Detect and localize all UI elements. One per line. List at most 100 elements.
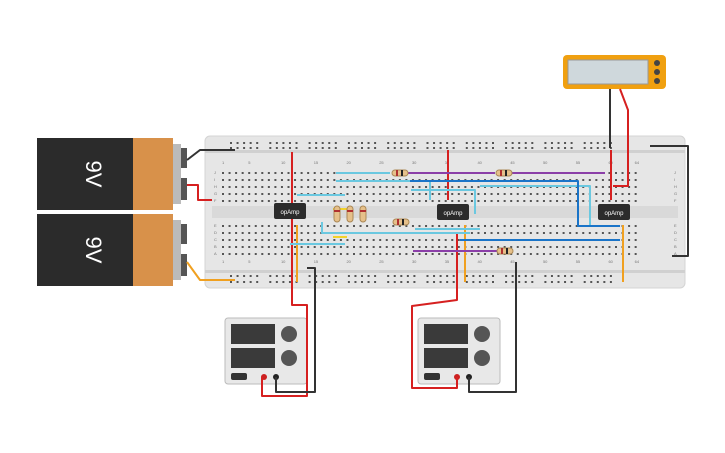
breadboard-hole[interactable] (433, 142, 436, 144)
breadboard-hole[interactable] (601, 186, 604, 188)
breadboard-hole[interactable] (505, 275, 508, 277)
breadboard-hole[interactable] (280, 200, 283, 202)
breadboard-hole[interactable] (503, 232, 506, 234)
breadboard-hole[interactable] (249, 275, 252, 277)
breadboard-hole[interactable] (492, 281, 494, 283)
breadboard-hole[interactable] (385, 239, 388, 241)
breadboard-hole[interactable] (275, 142, 278, 144)
breadboard-hole[interactable] (542, 246, 545, 248)
breadboard-hole[interactable] (570, 147, 573, 149)
breadboard-hole[interactable] (446, 281, 449, 283)
breadboard-hole[interactable] (222, 253, 224, 255)
breadboard-hole[interactable] (608, 253, 611, 255)
breadboard-hole[interactable] (497, 246, 500, 248)
breadboard-hole[interactable] (400, 142, 403, 144)
breadboard-hole[interactable] (267, 172, 270, 174)
breadboard-hole[interactable] (313, 225, 316, 227)
breadboard-hole[interactable] (603, 142, 606, 144)
breadboard-hole[interactable] (596, 281, 599, 283)
breadboard-hole[interactable] (556, 246, 559, 248)
breadboard-hole[interactable] (243, 281, 246, 283)
breadboard-hole[interactable] (333, 186, 336, 188)
breadboard-hole[interactable] (634, 200, 637, 202)
breadboard-hole[interactable] (274, 179, 277, 181)
breadboard-hole[interactable] (328, 147, 331, 149)
breadboard-hole[interactable] (353, 225, 355, 227)
breadboard-hole[interactable] (510, 200, 513, 202)
breadboard-hole[interactable] (556, 200, 559, 202)
breadboard-hole[interactable] (615, 172, 617, 174)
breadboard-hole[interactable] (326, 253, 329, 255)
breadboard-hole[interactable] (228, 179, 231, 181)
breadboard-hole[interactable] (457, 193, 460, 195)
breadboard-hole[interactable] (241, 186, 244, 188)
breadboard-hole[interactable] (590, 147, 593, 149)
breadboard-hole[interactable] (595, 193, 598, 195)
breadboard-hole[interactable] (333, 225, 336, 227)
breadboard-hole[interactable] (406, 142, 409, 144)
breadboard-hole[interactable] (385, 253, 388, 255)
breadboard-hole[interactable] (608, 179, 611, 181)
breadboard-hole[interactable] (433, 281, 436, 283)
breadboard-hole[interactable] (354, 275, 357, 277)
breadboard-hole[interactable] (516, 232, 519, 234)
breadboard-hole[interactable] (243, 142, 246, 144)
breadboard-hole[interactable] (457, 253, 460, 255)
breadboard-hole[interactable] (529, 200, 532, 202)
breadboard-hole[interactable] (261, 239, 264, 241)
breadboard-hole[interactable] (295, 147, 298, 149)
breadboard-hole[interactable] (544, 275, 547, 277)
breadboard-hole[interactable] (366, 225, 369, 227)
breadboard-hole[interactable] (497, 225, 500, 227)
breadboard-hole[interactable] (282, 147, 285, 149)
breadboard-hole[interactable] (385, 246, 388, 248)
breadboard-hole[interactable] (444, 200, 447, 202)
breadboard-hole[interactable] (315, 281, 318, 283)
breadboard-hole[interactable] (294, 253, 297, 255)
breadboard-hole[interactable] (439, 275, 442, 277)
breadboard-hole[interactable] (347, 142, 350, 144)
breadboard-hole[interactable] (400, 147, 403, 149)
breadboard-hole[interactable] (320, 246, 323, 248)
breadboard-hole[interactable] (241, 225, 244, 227)
breadboard-hole[interactable] (387, 281, 390, 283)
breadboard-hole[interactable] (536, 253, 539, 255)
breadboard-hole[interactable] (339, 186, 342, 188)
breadboard-hole[interactable] (398, 193, 401, 195)
breadboard-hole[interactable] (374, 281, 377, 283)
breadboard-hole[interactable] (628, 253, 631, 255)
breadboard-hole[interactable] (472, 147, 475, 149)
breadboard-hole[interactable] (570, 275, 573, 277)
breadboard-hole[interactable] (569, 225, 572, 227)
breadboard-hole[interactable] (570, 142, 573, 144)
breadboard-hole[interactable] (294, 193, 297, 195)
breadboard-hole[interactable] (601, 179, 604, 181)
breadboard-hole[interactable] (300, 246, 303, 248)
breadboard-hole[interactable] (433, 275, 436, 277)
breadboard-hole[interactable] (575, 246, 578, 248)
breadboard-hole[interactable] (274, 200, 277, 202)
breadboard-hole[interactable] (628, 246, 631, 248)
breadboard-hole[interactable] (248, 253, 251, 255)
breadboard-hole[interactable] (354, 281, 357, 283)
breadboard-hole[interactable] (275, 147, 278, 149)
breadboard-hole[interactable] (241, 172, 244, 174)
breadboard-hole[interactable] (392, 253, 395, 255)
breadboard-hole[interactable] (628, 186, 631, 188)
breadboard-hole[interactable] (582, 232, 585, 234)
breadboard-hole[interactable] (222, 239, 224, 241)
breadboard-hole[interactable] (529, 225, 532, 227)
breadboard-hole[interactable] (575, 225, 578, 227)
breadboard-hole[interactable] (261, 253, 264, 255)
breadboard-hole[interactable] (287, 179, 290, 181)
breadboard-hole[interactable] (320, 186, 323, 188)
breadboard-hole[interactable] (269, 147, 272, 149)
breadboard-hole[interactable] (549, 225, 552, 227)
breadboard-hole[interactable] (248, 225, 251, 227)
breadboard-hole[interactable] (288, 142, 291, 144)
breadboard-hole[interactable] (470, 225, 473, 227)
breadboard-hole[interactable] (484, 232, 486, 234)
breadboard-hole[interactable] (326, 172, 329, 174)
breadboard-hole[interactable] (366, 193, 369, 195)
breadboard-hole[interactable] (320, 239, 323, 241)
